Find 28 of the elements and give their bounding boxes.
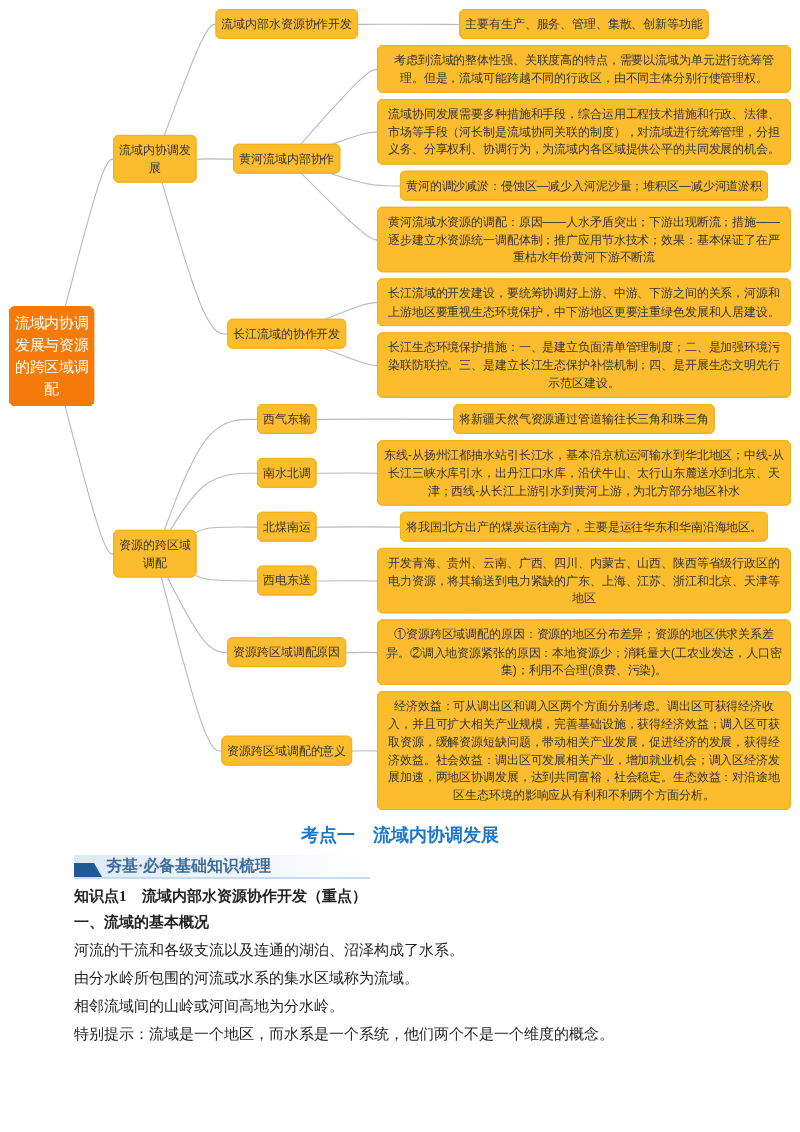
connector (195, 574, 259, 582)
connector (163, 23, 217, 137)
connector (315, 526, 402, 528)
connector (195, 158, 235, 160)
connector (169, 472, 259, 532)
body-paragraph: 特别提示：流域是一个地区，而水系是一个系统，他们两个不是一个维度的概念。 (74, 1025, 614, 1044)
connector (161, 181, 229, 335)
connector (357, 23, 461, 26)
connector (299, 68, 379, 146)
connector (315, 580, 379, 582)
connector (351, 750, 379, 752)
connector (315, 472, 379, 474)
connector (315, 418, 455, 420)
connector (64, 405, 115, 555)
connector (166, 576, 229, 654)
connector (345, 651, 379, 654)
body-paragraph: 由分水岭所包围的河流或水系的集水区域称为流域。 (74, 969, 419, 988)
section-heading: 考点一 流域内协调发展 (300, 824, 500, 847)
connector (301, 173, 379, 241)
banner-title: 夯基·必备基础知识梳理 (106, 856, 272, 876)
body-paragraph: 河流的干流和各级支流以及连通的湖泊、沼泽构成了水系。 (74, 941, 464, 960)
connector (64, 158, 115, 308)
connector (160, 576, 223, 752)
knowledge-point-heading: 知识点1 流域内部水资源协作开发（重点） (74, 887, 367, 906)
subsection-heading: 一、流域的基本概况 (74, 913, 209, 932)
connector (163, 418, 259, 532)
connector (195, 526, 259, 534)
body-paragraph: 相邻流域间的山岭或河间高地为分水岭。 (74, 997, 344, 1016)
